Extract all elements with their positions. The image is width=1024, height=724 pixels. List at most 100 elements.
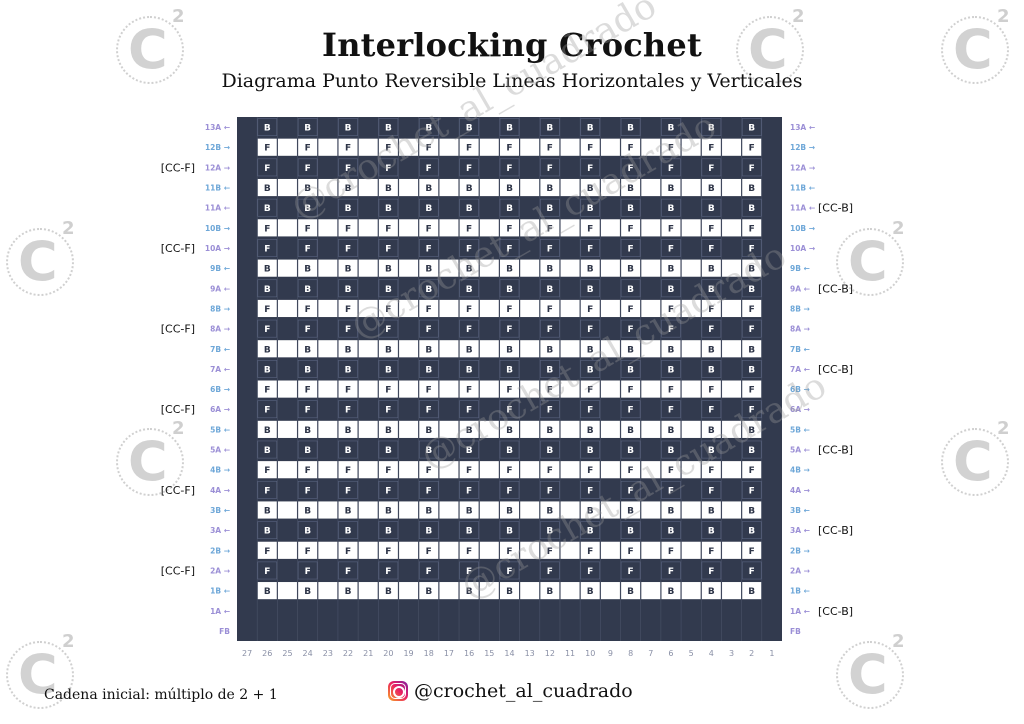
stitch-symbol: B [668,426,675,436]
cc-front-note: [CC-F] [161,323,195,336]
stitch-symbol: F [668,547,674,557]
chart-cell [540,299,560,318]
row-label-right: 3A ← [790,526,810,535]
chart-cell [701,299,721,318]
chart-cell [620,521,641,540]
chart-cell [318,340,338,358]
stitch-symbol: F [587,224,593,234]
chart-cell [439,461,459,479]
stitch-symbol: F [628,164,634,174]
stitch-symbol: B [385,365,392,375]
chart-cell [418,480,439,499]
stitch-symbol: B [708,345,715,355]
chart-cell [298,259,318,277]
chart-cell [661,118,681,136]
column-number: 6 [668,649,673,658]
chart-cell [338,219,358,237]
chart-cell [620,239,641,257]
row-label-right: 2B → [790,546,810,555]
chart-cell [399,541,419,559]
stitch-symbol: F [426,567,432,577]
chart-cell [338,299,358,318]
chart-cell [378,340,398,358]
stitch-symbol: B [425,124,432,134]
stitch-symbol: F [506,224,512,234]
chart-cell [277,582,297,600]
chart-cell [338,582,358,600]
stitch-symbol: B [587,204,594,214]
chart-cell [298,582,318,600]
chart-cell [358,420,378,438]
chart-cell [580,541,600,559]
chart-cell [257,319,278,338]
chart-cell [459,541,479,559]
stitch-symbol: F [668,144,674,154]
stitch-symbol: B [264,204,271,214]
stitch-symbol: F [628,224,634,234]
stitch-symbol: F [749,567,755,577]
chart-cell [237,380,257,398]
stitch-symbol: B [627,345,634,355]
chart-cell [378,440,399,459]
stitch-symbol: F [466,164,472,174]
stitch-symbol: F [587,547,593,557]
stitch-symbol: B [385,587,392,597]
chart-cell [459,400,479,419]
stitch-symbol: F [426,325,432,335]
stitch-symbol: F [547,406,553,416]
stitch-symbol: B [385,265,392,275]
stitch-symbol: B [748,587,755,597]
column-number: 3 [729,649,734,658]
stitch-symbol: B [304,587,311,597]
stitch-symbol: F [426,466,432,476]
stitch-symbol: B [748,184,755,194]
instagram-handle[interactable]: @crochet_al_cuadrado [388,680,633,702]
column-number: 16 [464,649,474,658]
chart-cell [419,340,439,358]
stitch-symbol: F [547,325,553,335]
chart-cell [418,319,439,338]
stitch-symbol: B [385,426,392,436]
column-number: 1 [769,649,774,658]
stitch-symbol: F [708,547,714,557]
chart-cell [237,541,257,559]
chart-cell [560,541,580,559]
chart-cell [741,561,762,580]
stitch-symbol: B [627,426,634,436]
stitch-symbol: F [426,245,432,255]
chart-cell [681,461,701,479]
stitch-symbol: B [587,527,594,537]
chart-cell [500,178,519,197]
chart-cell [500,219,519,237]
row-label-left: 2B → [210,546,230,555]
row-label-left: 12A → [205,163,230,172]
chart-cell [580,501,600,519]
row-label-right: 10B → [790,224,815,233]
chart-cell [661,158,681,177]
chart-cell [621,582,641,600]
stitch-symbol: B [425,365,432,375]
stitch-symbol: B [546,365,553,375]
stitch-symbol: B [748,507,755,517]
chart-cell [701,360,722,378]
chart-cell [378,461,398,479]
stitch-symbol: B [345,184,352,194]
stitch-symbol: F [668,567,674,577]
chart-cell [499,198,520,217]
stitch-symbol: F [749,305,755,315]
row-label-left: 1A ← [210,607,230,616]
stitch-symbol: B [506,265,513,275]
chart-cell [459,340,479,358]
chart-cell [419,299,439,318]
stitch-symbol: F [749,406,755,416]
chart-cell [399,420,419,438]
chart-cell [237,501,257,519]
chart-cell [378,541,398,559]
chart-cell [479,259,499,277]
chart-cell [701,319,722,338]
stitch-symbol: F [506,486,512,496]
chart-cell [459,480,479,499]
chart-cell [621,420,641,438]
cc-back-note: [CC-B] [818,605,853,618]
chart-cell [418,561,439,580]
